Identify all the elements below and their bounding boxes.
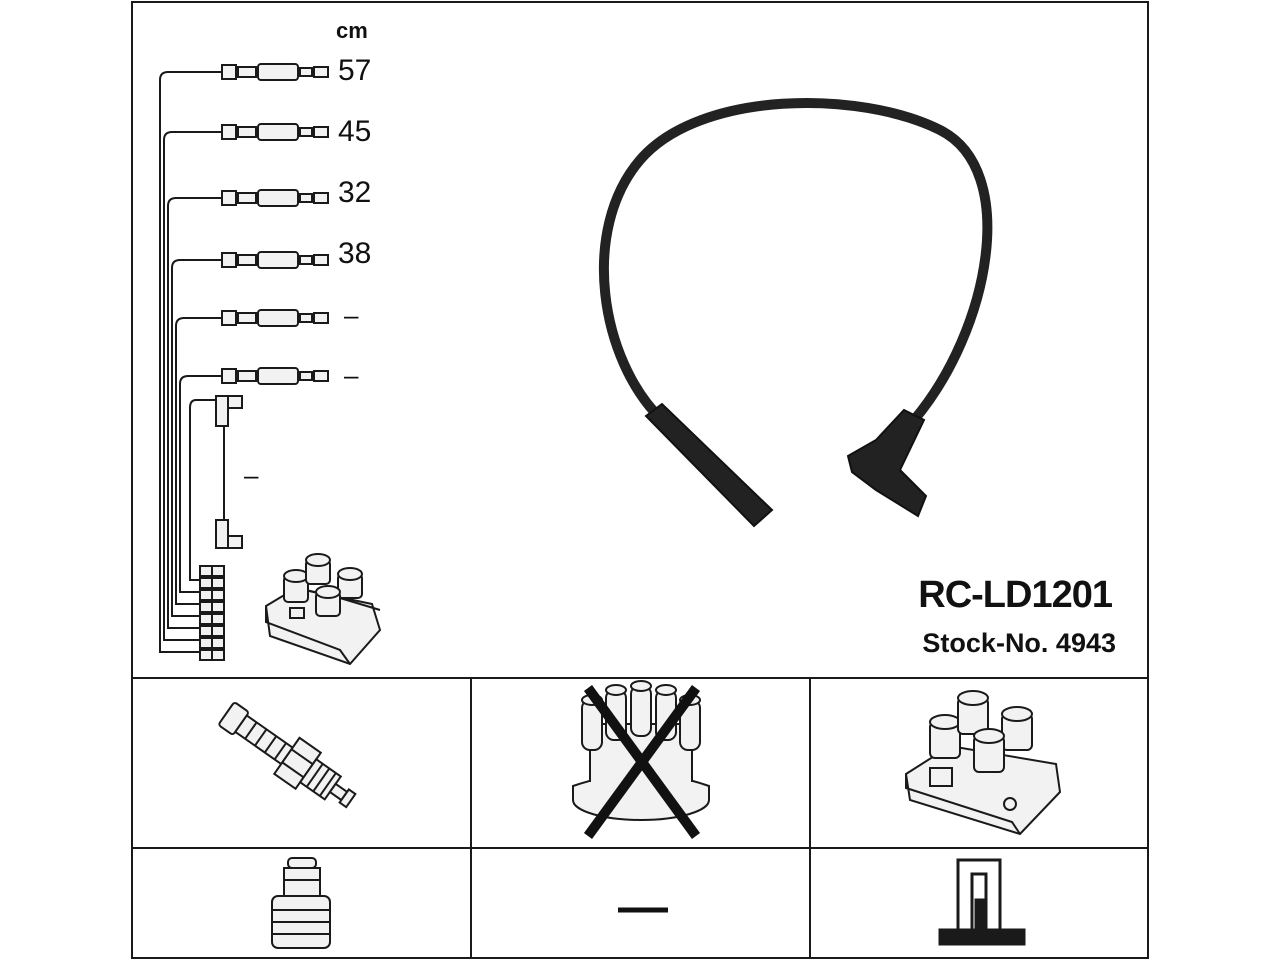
- ignition-cable-photo: [599, 97, 993, 528]
- straight-boot: [644, 402, 774, 528]
- lead-wire-2: [163, 131, 222, 641]
- spark-plug-icon: [218, 702, 357, 809]
- lead-wire-3: [167, 197, 222, 629]
- lead-length-1: 57: [338, 54, 372, 87]
- small-coil-pack-icon: [264, 553, 382, 666]
- coil-terminal-stack: [199, 565, 225, 661]
- lead-wire-5: [175, 317, 222, 605]
- stock-number: Stock-No. 4943: [922, 628, 1116, 658]
- lead-wire-coil: [189, 399, 222, 581]
- angled-boot: [846, 408, 928, 518]
- lead-set-schematic: [159, 71, 222, 653]
- terminal-icon: [938, 858, 1026, 946]
- kit-model-number: RC-LD1201: [918, 574, 1113, 616]
- coil-pack-icon: [904, 690, 1062, 836]
- coil-lead-drawing: [215, 395, 243, 549]
- lead-length-4: 38: [338, 237, 372, 270]
- lead-length-6: –: [344, 360, 359, 390]
- coil-lead-length: –: [244, 460, 259, 490]
- lead-length-3: 32: [338, 176, 372, 209]
- straight-connector-icon: [271, 857, 331, 949]
- lead-wire-1: [159, 71, 222, 653]
- frame: [131, 1, 1149, 959]
- lead-wire-4: [171, 259, 222, 617]
- distributor-cap-icon: [572, 680, 710, 839]
- lead-length-5: –: [344, 300, 359, 330]
- cable-body: [599, 97, 993, 425]
- lead-length-2: 45: [338, 115, 372, 148]
- plug-terminals: [221, 63, 329, 385]
- lead-wire-6: [179, 375, 222, 593]
- length-unit-label: cm: [336, 18, 368, 43]
